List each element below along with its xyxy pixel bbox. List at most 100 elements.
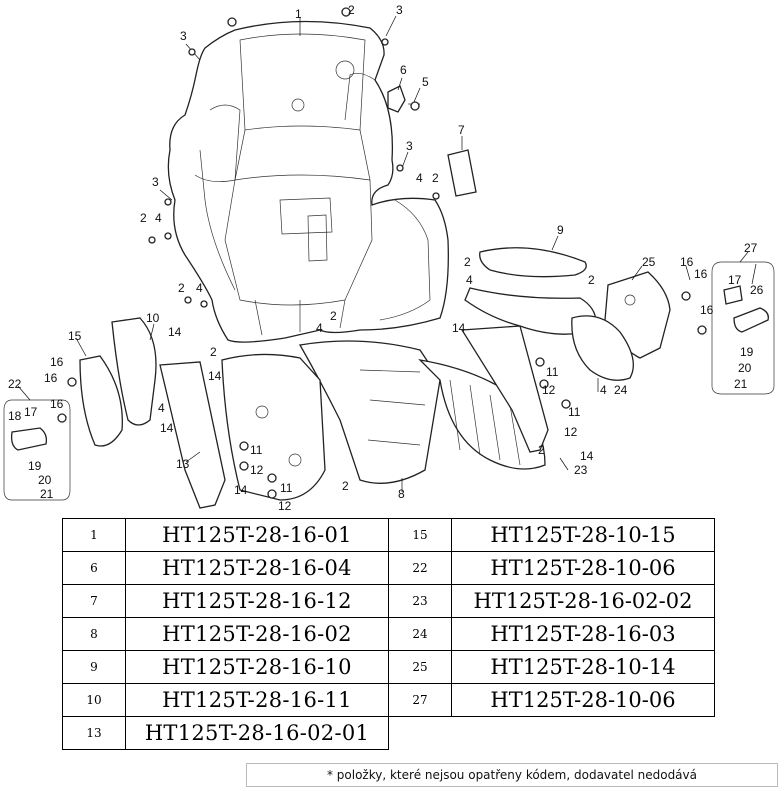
callout-c16e: 16 <box>44 371 58 385</box>
callout-c27: 27 <box>744 241 758 255</box>
part-code: HT125T-28-16-04 <box>125 551 389 585</box>
part-number: 22 <box>388 551 452 585</box>
callout-c13: 13 <box>176 457 190 471</box>
table-row: 10 HT125T-28-16-11 27 HT125T-28-10-06 <box>62 683 715 717</box>
part-code: HT125T-28-16-02-01 <box>125 716 389 750</box>
callout-c18: 18 <box>8 409 22 423</box>
part-code: HT125T-28-10-15 <box>451 518 715 552</box>
callout-c16f: 16 <box>50 397 64 411</box>
callout-c6: 6 <box>400 63 407 77</box>
part-code: HT125T-28-16-11 <box>125 683 389 717</box>
callout-c5: 5 <box>422 75 429 89</box>
callout-c4a: 4 <box>416 171 423 185</box>
callout-c4d: 4 <box>196 281 203 295</box>
callout-c2a: 2 <box>348 3 355 17</box>
callout-c21a: 21 <box>734 377 748 391</box>
table-row: 9 HT125T-28-16-10 25 HT125T-28-10-14 <box>62 650 715 684</box>
callout-c11d: 11 <box>280 481 293 495</box>
callout-c2b: 2 <box>432 171 439 185</box>
part-code: HT125T-28-10-06 <box>451 551 715 585</box>
callout-c22: 22 <box>8 377 22 391</box>
callout-c2c: 2 <box>140 211 147 225</box>
callout-c14e: 14 <box>234 483 248 497</box>
callout-c21b: 21 <box>40 487 54 501</box>
callout-c16b: 16 <box>694 267 708 281</box>
part-number: 23 <box>388 584 452 618</box>
part-number: 24 <box>388 617 452 651</box>
callout-c14a: 14 <box>168 325 182 339</box>
part-code: HT125T-28-16-02 <box>125 617 389 651</box>
callout-c9: 9 <box>557 223 564 237</box>
part-number: 6 <box>62 551 126 585</box>
part-code: HT125T-28-16-03 <box>451 617 715 651</box>
perforated-strip-left <box>159 361 226 509</box>
part-number: 25 <box>388 650 452 684</box>
callout-c4f: 4 <box>316 321 323 335</box>
callout-c26: 26 <box>750 283 764 297</box>
table-row: 8 HT125T-28-16-02 24 HT125T-28-16-03 <box>62 617 715 651</box>
part-code: HT125T-28-10-14 <box>451 650 715 684</box>
callout-c3a: 3 <box>396 3 403 17</box>
callout-c2d: 2 <box>538 443 545 457</box>
part-number: 1 <box>62 518 126 552</box>
part-code: HT125T-28-16-02-02 <box>451 584 715 618</box>
callout-c8: 8 <box>398 487 405 501</box>
callout-c2j: 2 <box>210 345 217 359</box>
table-row: 1 HT125T-28-16-01 15 HT125T-28-10-15 <box>62 518 715 552</box>
callout-c2i: 2 <box>330 309 337 323</box>
front-shield-part <box>167 20 449 343</box>
parts-table: 1 HT125T-28-16-01 15 HT125T-28-10-15 6 H… <box>62 518 715 750</box>
callout-c16c: 16 <box>700 303 714 317</box>
callout-c11b: 11 <box>568 405 581 419</box>
callout-c15: 15 <box>68 329 82 343</box>
callout-c12c: 12 <box>250 463 264 477</box>
part-code: HT125T-28-16-10 <box>125 650 389 684</box>
callout-c17b: 17 <box>24 405 38 419</box>
table-row: 6 HT125T-28-16-04 22 HT125T-28-10-06 <box>62 551 715 585</box>
callout-c4g: 4 <box>158 401 165 415</box>
part-number: 13 <box>62 716 126 750</box>
cover-part-24 <box>571 315 634 381</box>
bracket-part-15 <box>79 355 123 447</box>
part-number: 8 <box>62 617 126 651</box>
part-number: 15 <box>388 518 452 552</box>
callout-c12b: 12 <box>564 425 578 439</box>
part-code: HT125T-28-10-06 <box>451 683 715 717</box>
callout-c17a: 17 <box>728 273 742 287</box>
footnote: * položky, které nejsou opatřeny kódem, … <box>246 763 778 787</box>
callout-c2g: 2 <box>464 255 471 269</box>
callout-c3d: 3 <box>152 175 159 189</box>
callout-c19b: 19 <box>28 459 42 473</box>
leader-lines <box>17 15 757 492</box>
callout-c14d: 14 <box>580 449 594 463</box>
part-number: 10 <box>62 683 126 717</box>
part-number: 7 <box>62 584 126 618</box>
callout-labels: 1 2 3 3 6 5 7 3 4 2 3 2 4 9 27 25 16 16 … <box>8 3 764 512</box>
exploded-parts-diagram: 1 2 3 3 6 5 7 3 4 2 3 2 4 9 27 25 16 16 … <box>3 3 775 512</box>
callout-c10: 10 <box>146 311 160 325</box>
callout-c20b: 20 <box>38 473 52 487</box>
callout-c14b: 14 <box>208 369 222 383</box>
callout-c1: 1 <box>295 7 302 21</box>
floor-part-23 <box>418 359 546 470</box>
callout-c24: 24 <box>614 383 628 397</box>
callout-c4e: 4 <box>466 273 473 287</box>
callout-c3c: 3 <box>406 139 413 153</box>
callout-c16a: 16 <box>680 255 694 269</box>
part-number: 9 <box>62 650 126 684</box>
callout-c7: 7 <box>458 123 465 137</box>
callout-c2e: 2 <box>342 479 349 493</box>
callout-c11a: 11 <box>546 365 559 379</box>
callout-c2h: 2 <box>588 273 595 287</box>
perforated-strip-right <box>460 325 549 453</box>
bracket-part-10 <box>111 317 157 426</box>
callout-c14f: 14 <box>452 321 466 335</box>
callout-c23: 23 <box>574 463 588 477</box>
callout-c16d: 16 <box>50 355 64 369</box>
table-row: 7 HT125T-28-16-12 23 HT125T-28-16-02-02 <box>62 584 715 618</box>
table-row: 13 HT125T-28-16-02-01 <box>62 716 715 750</box>
callout-c2f: 2 <box>178 281 185 295</box>
callout-c19a: 19 <box>740 345 754 359</box>
callout-c12a: 12 <box>542 383 556 397</box>
part-code: HT125T-28-16-01 <box>125 518 389 552</box>
